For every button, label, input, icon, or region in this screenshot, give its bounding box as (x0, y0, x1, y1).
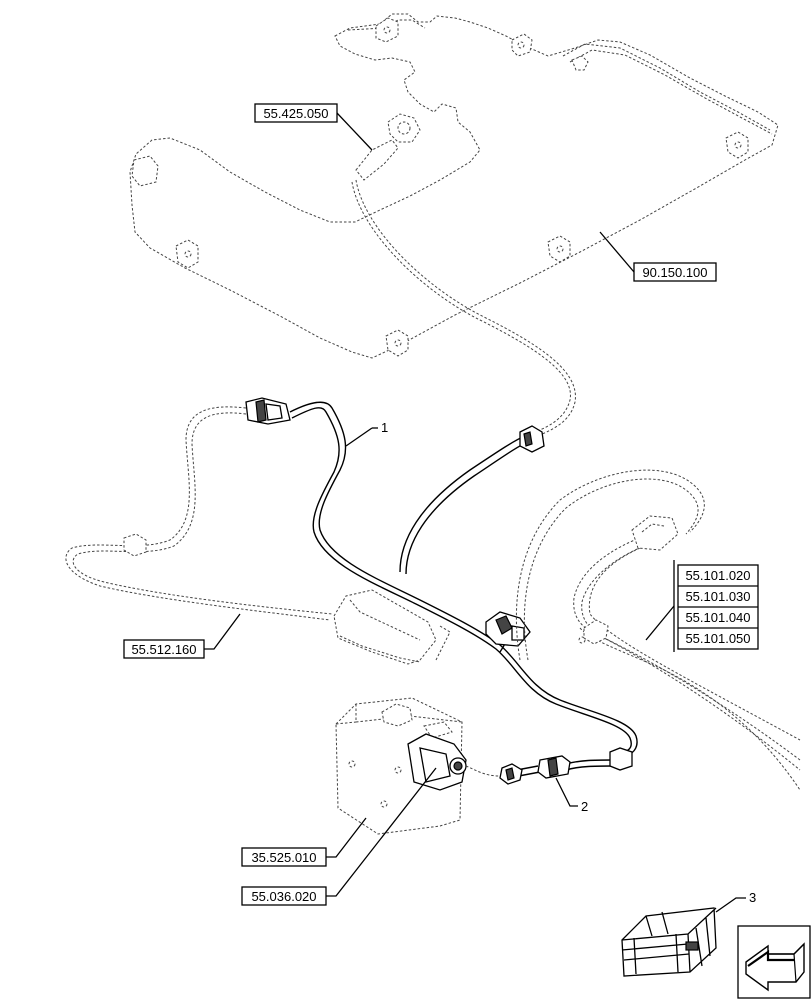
ref-cab-harness[interactable]: 55.101.020 55.101.030 55.101.040 55.101.… (677, 564, 759, 650)
callout-3-leader (715, 897, 746, 913)
ref-seat-switch[interactable]: 55.425.050 (254, 103, 338, 123)
ref-cab-harness-label-1: 55.101.020 (685, 568, 750, 583)
ref-valve-block-label: 35.525.010 (251, 850, 316, 865)
jumper-harness (465, 747, 633, 785)
ref-pedal-unit[interactable]: 55.512.160 (123, 639, 205, 659)
valve-block (335, 697, 463, 835)
callout-2: 2 (581, 799, 588, 814)
arrow-icon[interactable] (737, 925, 811, 999)
foot-pedal (333, 589, 451, 665)
ref-solenoid[interactable]: 55.036.020 (241, 886, 327, 906)
crate-icon (621, 907, 717, 977)
callout-1-leader (345, 427, 373, 447)
callout-1: 1 (381, 420, 388, 435)
ref-pedal-unit-label: 55.512.160 (131, 642, 196, 657)
pedal-harness (65, 406, 333, 621)
main-harness (289, 401, 638, 759)
ref-seat-base-label: 90.150.100 (642, 265, 707, 280)
cab-harness (515, 469, 801, 791)
ref-solenoid-label: 55.036.020 (251, 889, 316, 904)
ref-cab-harness-label-3: 55.101.040 (685, 610, 750, 625)
callout-2-leader (555, 777, 578, 807)
seat-base-outline (129, 13, 779, 359)
harness-connector-seat (519, 425, 545, 453)
ref-seat-switch-label: 55.425.050 (263, 106, 328, 121)
ref-seat-base[interactable]: 90.150.100 (633, 262, 717, 282)
ref-cab-harness-label-2: 55.101.030 (685, 589, 750, 604)
seat-switch (355, 113, 421, 181)
ref-cab-harness-label-4: 55.101.050 (685, 631, 750, 646)
harness-splitter (485, 611, 531, 647)
harness-connector-upper (245, 397, 291, 425)
ref-valve-block[interactable]: 35.525.010 (241, 847, 327, 867)
callout-3: 3 (749, 890, 756, 905)
